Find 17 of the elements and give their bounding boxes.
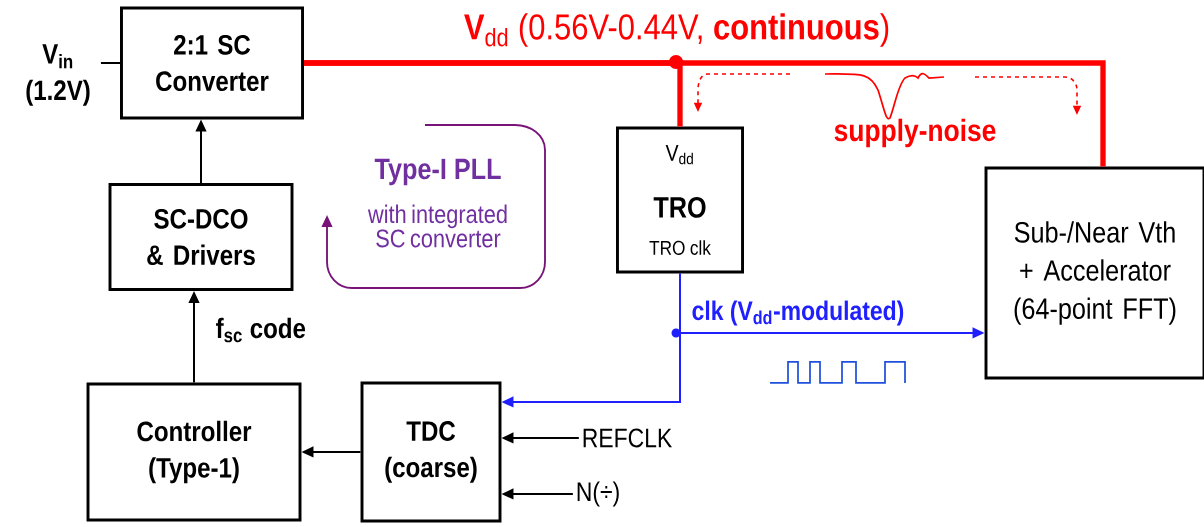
- connector: [304, 60, 1106, 167]
- process-box: TDC (coarse): [360, 381, 502, 523]
- process-box: V$_{dd}$ TRO TRO clk: [616, 126, 744, 274]
- process-box: Controller (Type-1): [86, 382, 302, 522]
- process-box: 2:1 SC Converter: [120, 6, 304, 120]
- connector: [99, 62, 121, 64]
- edge-label: f$_{sc}$ code: [216, 317, 306, 343]
- noise-label: supply-noise: [834, 118, 996, 148]
- signal-label: N(÷): [577, 481, 619, 507]
- edge-label: clk (V$_{dd}$-modulated): [692, 300, 904, 326]
- signal-label: REFCLK: [583, 428, 672, 448]
- loop-title: Type-I PLL: [374, 158, 501, 186]
- loop-description: with integrated SC converter: [367, 204, 507, 248]
- processor-box: Sub-/Near Vth + Accelerator (64-point FFT): [984, 166, 1204, 380]
- process-box: SC-DCO & Drivers: [108, 183, 294, 291]
- edge-label: V$_{dd}$ (0.56V-0.44V, continuous): [464, 13, 889, 47]
- signal-label: V$_{in}$ (1.2V): [26, 44, 90, 106]
